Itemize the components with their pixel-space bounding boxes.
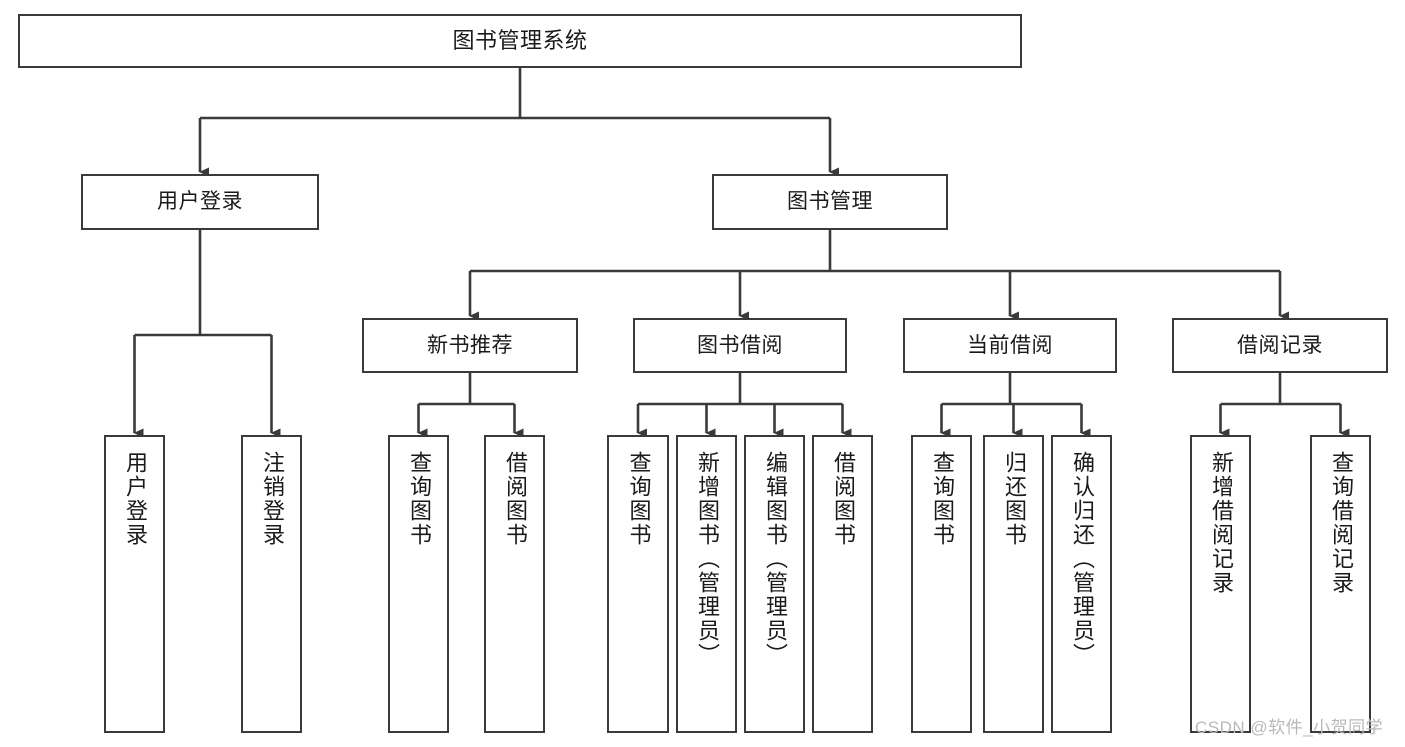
node-records[interactable]: 借阅记录 (1172, 318, 1388, 373)
node-bo-edit[interactable]: 编辑图书（管理员） (744, 435, 805, 733)
node-label-login: 用户登录 (157, 190, 243, 214)
node-label-root: 图书管理系统 (452, 27, 588, 53)
node-label-bo-add: 新增图书（管理员） (694, 451, 720, 667)
node-bo-add[interactable]: 新增图书（管理员） (676, 435, 737, 733)
node-label-bo-edit: 编辑图书（管理员） (762, 451, 788, 667)
node-label-cu-confirm: 确认归还（管理员） (1069, 451, 1095, 667)
node-borrow[interactable]: 图书借阅 (633, 318, 847, 373)
node-label-userlogout: 注销登录 (259, 451, 285, 547)
node-re-query[interactable]: 查询借阅记录 (1310, 435, 1371, 733)
node-label-bo-lend: 借阅图书 (830, 451, 856, 547)
node-label-bo-query: 查询图书 (626, 451, 652, 547)
node-label-nb-borrow: 借阅图书 (502, 451, 528, 547)
node-cu-confirm[interactable]: 确认归还（管理员） (1051, 435, 1112, 733)
node-bookmgmt[interactable]: 图书管理 (712, 174, 948, 230)
node-root[interactable]: 图书管理系统 (18, 14, 1022, 68)
node-label-newbook: 新书推荐 (427, 333, 513, 357)
node-label-nb-query: 查询图书 (406, 451, 432, 547)
node-current[interactable]: 当前借阅 (903, 318, 1117, 373)
node-re-add[interactable]: 新增借阅记录 (1190, 435, 1251, 733)
node-cu-return[interactable]: 归还图书 (983, 435, 1044, 733)
node-newbook[interactable]: 新书推荐 (362, 318, 578, 373)
node-label-cu-return: 归还图书 (1001, 451, 1027, 547)
node-userlogin[interactable]: 用户登录 (104, 435, 165, 733)
node-cu-query[interactable]: 查询图书 (911, 435, 972, 733)
node-login[interactable]: 用户登录 (81, 174, 319, 230)
node-label-cu-query: 查询图书 (929, 451, 955, 547)
node-nb-query[interactable]: 查询图书 (388, 435, 449, 733)
watermark-label: CSDN @软件_小贺同学 (1195, 718, 1384, 737)
node-userlogout[interactable]: 注销登录 (241, 435, 302, 733)
node-label-bookmgmt: 图书管理 (787, 190, 873, 214)
node-label-records: 借阅记录 (1237, 333, 1323, 357)
node-bo-query[interactable]: 查询图书 (607, 435, 669, 733)
node-label-re-add: 新增借阅记录 (1208, 451, 1234, 595)
node-label-re-query: 查询借阅记录 (1328, 451, 1354, 595)
node-nb-borrow[interactable]: 借阅图书 (484, 435, 545, 733)
node-label-current: 当前借阅 (967, 333, 1053, 357)
node-label-userlogin: 用户登录 (122, 451, 148, 547)
node-label-borrow: 图书借阅 (697, 333, 783, 357)
node-bo-lend[interactable]: 借阅图书 (812, 435, 873, 733)
